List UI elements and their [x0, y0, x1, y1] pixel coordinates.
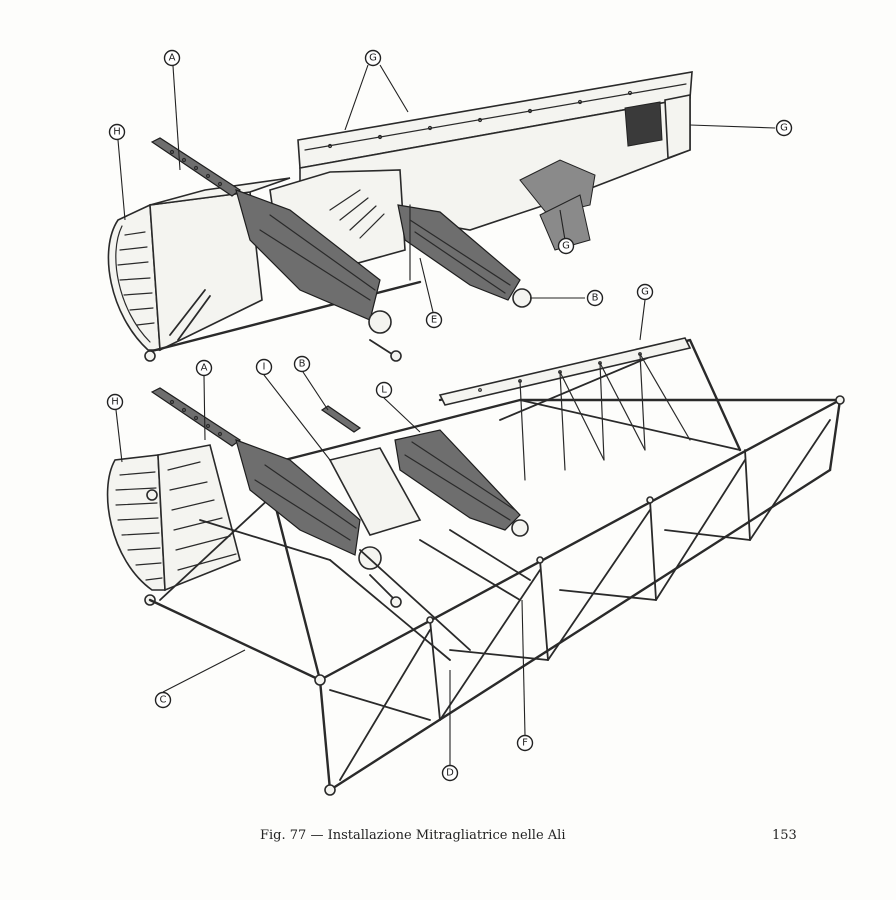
lower-gun-a: [150, 387, 402, 608]
lower-leading-edge-nose: [106, 454, 166, 591]
callout-h-upper: H: [108, 123, 126, 141]
svg-text:B: B: [299, 359, 306, 370]
upper-gun-a-buffer: [368, 310, 392, 334]
callout-l: L: [375, 381, 393, 399]
svg-text:A: A: [201, 363, 208, 374]
callout-c: C: [154, 691, 172, 709]
lower-truss-diagonals: [159, 339, 831, 781]
svg-text:I: I: [263, 362, 266, 373]
svg-text:B: B: [592, 293, 599, 304]
callout-b-upper: B: [586, 289, 604, 307]
page-number: 153: [772, 828, 797, 843]
svg-text:H: H: [113, 127, 121, 138]
lower-gun-b-receiver: [394, 429, 521, 531]
callout-h-lower: H: [106, 393, 124, 411]
lower-nose-hatching: [115, 471, 163, 581]
svg-text:G: G: [369, 53, 377, 64]
callout-a-upper: A: [163, 49, 181, 67]
callout-b-lower: B: [293, 355, 311, 373]
svg-text:D: D: [446, 768, 454, 779]
figure-caption: Fig. 77 — Installazione Mitragliatrice n…: [260, 828, 566, 843]
upper-leading-edge-nose: [107, 203, 161, 351]
svg-text:F: F: [522, 738, 528, 749]
lower-truss-posts: [429, 449, 751, 721]
svg-text:H: H: [111, 397, 119, 408]
upper-ammo-feed-chutes: [329, 189, 385, 239]
upper-gun-b-buffer: [512, 288, 532, 308]
lower-wing-section: [106, 337, 845, 796]
lower-gun-b: [320, 405, 529, 537]
callout-a-lower: A: [195, 359, 213, 377]
svg-text:A: A: [169, 53, 176, 64]
lower-gun-mount-plate: [328, 447, 422, 536]
svg-text:G: G: [562, 241, 570, 252]
callout-f: F: [516, 734, 534, 752]
svg-text:E: E: [431, 315, 437, 326]
svg-text:L: L: [381, 385, 387, 396]
lower-gun-support-struts: [329, 529, 531, 661]
upper-wing-top-panel: [149, 177, 291, 206]
upper-rear-access-window: [624, 101, 663, 147]
lower-nose-rib-box: [157, 444, 241, 592]
svg-text:G: G: [780, 123, 788, 134]
callout-g-top: G: [364, 49, 382, 67]
upper-gun-a: [150, 137, 402, 362]
svg-text:G: G: [641, 287, 649, 298]
lower-truss-frame: [148, 338, 842, 792]
callout-i: I: [255, 358, 273, 376]
svg-text:C: C: [160, 695, 167, 706]
callout-g-middle: G: [557, 237, 575, 255]
callout-g-right: G: [775, 119, 793, 137]
callout-g-lower: G: [636, 283, 654, 301]
upper-nose-hatching: [117, 231, 155, 326]
callout-e: E: [425, 311, 443, 329]
lower-truss-joints: [314, 395, 845, 796]
lower-rear-spar-cap: [438, 337, 692, 406]
callout-d: D: [441, 764, 459, 782]
callout-leaders: [115, 64, 776, 765]
wing-gun-installation-drawing: A H G G G B E G A B I L H C D F: [106, 49, 845, 796]
lower-gun-b-buffer: [511, 519, 529, 537]
upper-wing-section: [107, 71, 693, 362]
